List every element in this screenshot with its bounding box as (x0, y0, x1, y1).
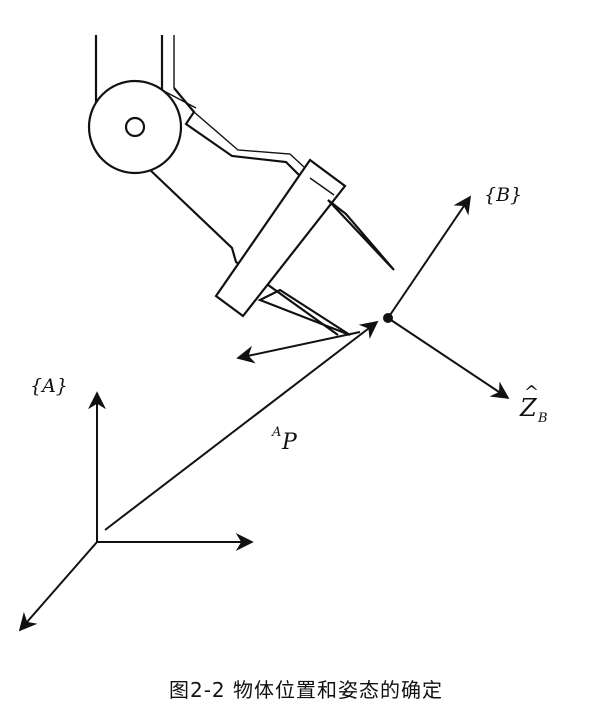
gripper-flange (214, 158, 347, 318)
position-vector-superscript: A (271, 425, 281, 440)
frame-b-axis-z (387, 317, 510, 399)
frame-b (236, 195, 510, 399)
frame-b-axis-up (387, 195, 472, 319)
frame-a-label: {A} (30, 375, 68, 397)
position-vector-arrow (104, 320, 379, 531)
frame-a (18, 391, 254, 632)
z-axis-hat: ^ (524, 382, 539, 403)
robot-arm (87, 35, 395, 337)
z-axis-symbol: Z (519, 394, 538, 422)
arm-forearm-body (147, 87, 339, 336)
arm-forearm-inner (161, 89, 319, 181)
position-vector-label: A P (271, 425, 298, 455)
z-axis-label: ^ Z B (519, 382, 548, 426)
frame-b-label: {B} (484, 184, 522, 206)
position-vector-symbol: P (281, 430, 298, 455)
gripper-finger-upper (327, 199, 395, 271)
arm-joint-inner (124, 116, 146, 138)
frame-a-axis-diagonal (18, 541, 98, 632)
figure-caption: 图2-2 物体位置和姿态的确定 (168, 678, 444, 702)
gripper-finger-lower (257, 288, 351, 337)
frame-b-axis-left (236, 331, 361, 364)
z-axis-subscript: B (537, 411, 548, 426)
